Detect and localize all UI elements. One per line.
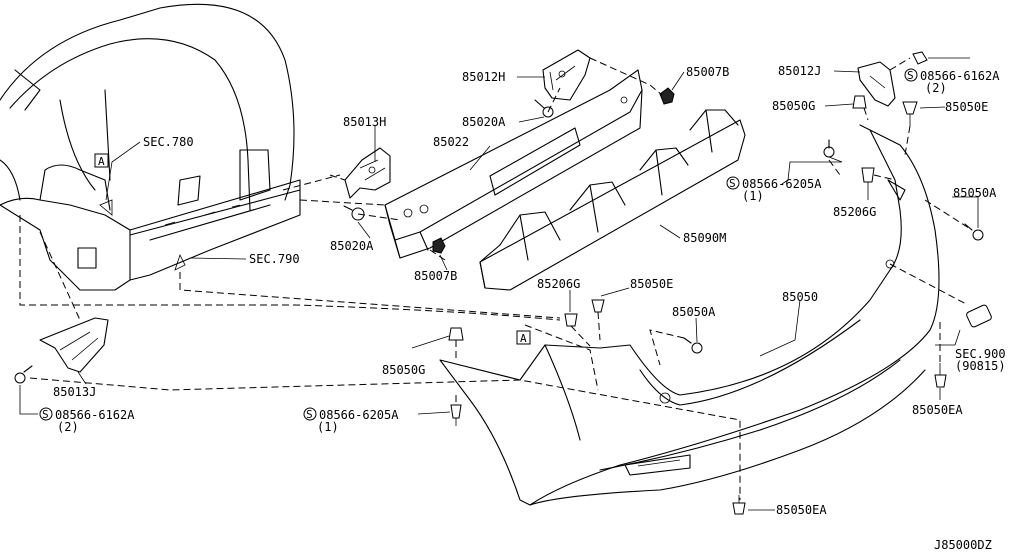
- label-85050E-mid: 85050E: [630, 277, 673, 291]
- part-labels: 85012H 85020A 85007B 85022 85013H 85020A…: [53, 64, 1006, 517]
- leader-lines: [19, 70, 979, 511]
- label-85022: 85022: [433, 135, 469, 149]
- label-85050A-mid: 85050A: [672, 305, 716, 319]
- reference-marker-a-upper: [94, 153, 109, 168]
- label-85007B-bottom: 85007B: [414, 269, 457, 283]
- screw-symbol-s1: S: [907, 69, 914, 82]
- label-85012J: 85012J: [778, 64, 821, 78]
- screw-callout-lower-left: S 08566-6162A (2): [39, 407, 135, 434]
- screw-qty-s1: (2): [925, 81, 947, 95]
- assembly-dashed-lines: [19, 57, 973, 500]
- screw-symbol-s2: S: [729, 177, 736, 190]
- label-85013J: 85013J: [53, 385, 96, 399]
- label-85206G-mid: 85206G: [537, 277, 580, 291]
- screw-callout-upper-right: S 08566-6162A (2): [904, 57, 1000, 95]
- marker-a-lower-text: A: [520, 332, 527, 345]
- screw-code-s1: 08566-6162A: [920, 69, 1000, 83]
- screw-code-s4: 08566-6205A: [319, 408, 399, 422]
- sec-790-label: SEC.790: [249, 252, 300, 266]
- reference-marker-a-lower: A: [516, 330, 531, 345]
- bracket-85012H: [542, 49, 591, 101]
- sec-780-callout: SEC.780 A: [94, 135, 194, 216]
- screw-code-s2: 08566-6205A: [742, 177, 822, 191]
- bracket-85013J: [39, 317, 109, 373]
- screw-callout-mid-right: S 08566-6205A (1): [726, 176, 822, 203]
- label-85090M: 85090M: [683, 231, 726, 245]
- screw-code-s3: 08566-6162A: [55, 408, 135, 422]
- screw-qty-s2: (1): [742, 189, 764, 203]
- label-sec-900: SEC.900: [955, 347, 1006, 361]
- bracket-85012J: [857, 61, 896, 107]
- sec-790-callout: SEC.790: [189, 252, 300, 266]
- label-85206G-right: 85206G: [833, 205, 876, 219]
- label-85020A-left: 85020A: [330, 239, 374, 253]
- label-85050EA-right: 85050EA: [912, 403, 963, 417]
- bumper-reinforcement-85022: [384, 69, 643, 259]
- label-85050E-top: 85050E: [945, 100, 988, 114]
- screw-symbol-s3: S: [42, 408, 49, 421]
- label-85050G-top: 85050G: [772, 99, 815, 113]
- label-85007B-top: 85007B: [686, 65, 729, 79]
- label-sec-900-sub: (90815): [955, 359, 1006, 373]
- label-85050G-mid: 85050G: [382, 363, 425, 377]
- screw-symbol-s4: S: [306, 408, 313, 421]
- label-85012H: 85012H: [462, 70, 505, 84]
- sec-780-label: SEC.780: [143, 135, 194, 149]
- diagram-id: J85000DZ: [934, 538, 992, 552]
- label-85050: 85050: [782, 290, 818, 304]
- screw-qty-s4: (1): [317, 420, 339, 434]
- screw-qty-s3: (2): [57, 420, 79, 434]
- bumper-fascia-85050: [439, 124, 940, 506]
- energy-absorber-85090M: [479, 109, 746, 291]
- label-85050A-right: 85050A: [953, 186, 997, 200]
- label-85050EA-bottom: 85050EA: [776, 503, 827, 517]
- screw-callout-lower-mid: S 08566-6205A (1): [303, 407, 399, 434]
- hardware-fasteners: [14, 51, 992, 515]
- marker-a-upper-text: A: [98, 155, 105, 168]
- bracket-85013H: [344, 147, 391, 199]
- label-85013H: 85013H: [343, 115, 386, 129]
- vehicle-body-shell: [0, 3, 301, 291]
- label-85020A-top: 85020A: [462, 115, 506, 129]
